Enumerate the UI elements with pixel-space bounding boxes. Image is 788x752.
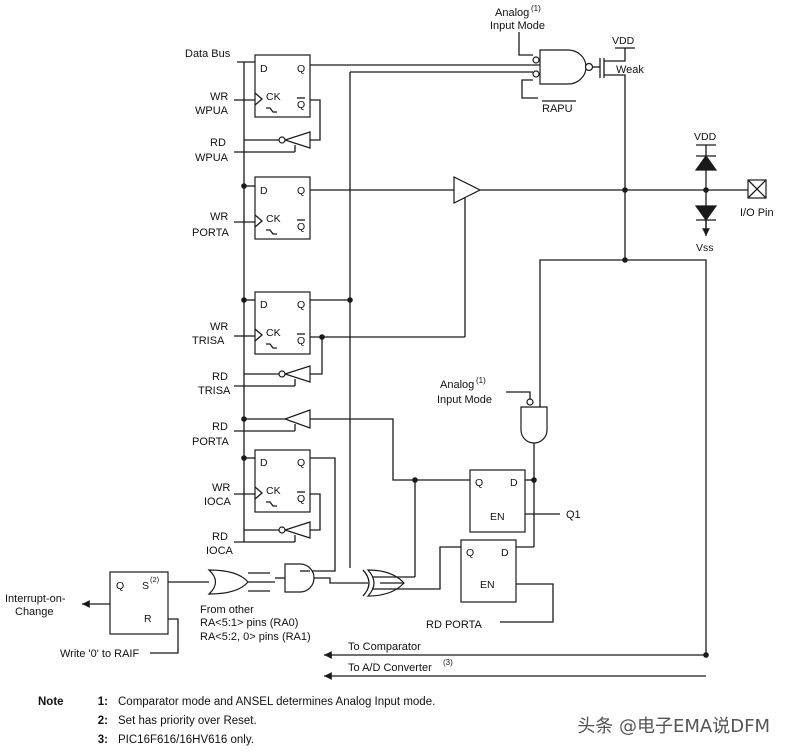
svg-text:WR: WR (210, 321, 228, 333)
svg-text:Q: Q (297, 185, 305, 197)
note-text: Comparator mode and ANSEL determines Ana… (118, 695, 436, 708)
svg-text:PORTA: PORTA (192, 227, 230, 239)
svg-text:TRISA: TRISA (192, 335, 225, 347)
note-row: 3: PIC16F616/16HV616 only. (97, 733, 254, 746)
trisa-latch: D Q CK Q (254, 291, 311, 355)
svg-text:Q: Q (297, 63, 305, 75)
svg-text:WR: WR (210, 211, 228, 223)
svg-text:Analog: Analog (495, 7, 529, 19)
ioc-sr-latch: Q S (2) R (109, 571, 169, 635)
svg-text:D: D (260, 299, 268, 311)
svg-text:D: D (260, 63, 268, 75)
svg-text:Q: Q (297, 493, 305, 505)
svg-text:(2): (2) (150, 575, 160, 584)
porta-read-buffer (283, 409, 311, 429)
ioc-latch-1: Q D EN (469, 469, 526, 533)
output-driver (453, 176, 482, 204)
wpua-read-buffer (283, 131, 311, 149)
svg-text:EN: EN (480, 579, 495, 591)
note-text: Set has priority over Reset. (118, 714, 257, 727)
svg-text:(1): (1) (531, 4, 541, 13)
svg-text:To Comparator: To Comparator (348, 641, 421, 653)
weak-pullup-nand (539, 49, 587, 85)
svg-text:Analog: Analog (440, 379, 474, 391)
svg-text:IOCA: IOCA (204, 496, 232, 508)
ioc-latch-2: Q D EN (460, 539, 517, 603)
svg-text:D: D (260, 457, 268, 469)
svg-text:D: D (501, 547, 509, 559)
svg-text:D: D (510, 477, 518, 489)
svg-text:RD PORTA: RD PORTA (426, 619, 482, 631)
svg-text:Input Mode: Input Mode (490, 20, 545, 32)
porta-latch: D Q CK Q (254, 176, 311, 240)
note-text: PIC16F616/16HV616 only. (118, 733, 254, 746)
svg-text:WPUA: WPUA (195, 152, 229, 164)
svg-text:EN: EN (490, 511, 505, 523)
svg-text:RD: RD (210, 137, 226, 149)
port-ra-schematic: Data Bus D Q CK Q WR WPUA RD WPUA Analog… (5, 4, 774, 680)
svg-text:Q: Q (297, 457, 305, 469)
ioc-and (284, 563, 315, 593)
svg-text:Q: Q (297, 299, 305, 311)
svg-text:WPUA: WPUA (195, 105, 229, 117)
notes-section: Note 1: Comparator mode and ANSEL determ… (38, 692, 435, 749)
svg-text:Q: Q (475, 477, 483, 489)
svg-text:Vss: Vss (696, 242, 714, 254)
svg-text:(1): (1) (476, 376, 486, 385)
svg-text:Q: Q (297, 221, 305, 233)
data-bus-label: Data Bus (185, 48, 231, 60)
svg-text:WR: WR (212, 482, 230, 494)
svg-text:S: S (142, 580, 149, 592)
note-row: 2: Set has priority over Reset. (97, 714, 257, 727)
notes-heading: Note (38, 695, 64, 708)
svg-text:RD: RD (212, 421, 228, 433)
svg-text:PORTA: PORTA (192, 436, 230, 448)
svg-text:CK: CK (266, 91, 281, 103)
svg-text:Q: Q (297, 335, 305, 347)
svg-text:Q: Q (297, 99, 305, 111)
svg-text:RD: RD (212, 371, 228, 383)
watermark: 头条 @电子EMA说DFM (577, 716, 770, 737)
svg-text:RA<5:2, 0> pins (RA1): RA<5:2, 0> pins (RA1) (200, 631, 311, 643)
wpua-latch: D Q CK Q (254, 54, 311, 118)
svg-text:VDD: VDD (612, 35, 635, 47)
svg-text:VDD: VDD (694, 131, 717, 143)
svg-text:I/O Pin: I/O Pin (740, 207, 774, 219)
svg-text:Q1: Q1 (566, 509, 581, 521)
svg-text:Q: Q (466, 547, 474, 559)
svg-text:CK: CK (266, 327, 281, 339)
svg-text:From other: From other (200, 604, 254, 616)
svg-text:(3): (3) (443, 658, 453, 667)
svg-text:CK: CK (266, 485, 281, 497)
svg-text:RD: RD (212, 531, 228, 543)
svg-text:TRISA: TRISA (198, 385, 231, 397)
analog-input-and (520, 406, 548, 444)
svg-text:CK: CK (266, 213, 281, 225)
svg-text:Input Mode: Input Mode (437, 394, 492, 406)
svg-text:Interrupt-on-: Interrupt-on- (5, 593, 66, 605)
svg-text:Weak: Weak (616, 64, 644, 76)
svg-text:IOCA: IOCA (206, 545, 234, 557)
ioc-or (207, 569, 249, 595)
ioca-latch: D Q CK Q (254, 449, 311, 513)
svg-text:D: D (260, 185, 268, 197)
note-row: Note 1: Comparator mode and ANSEL determ… (38, 695, 436, 708)
svg-text:Write '0' to RAIF: Write '0' to RAIF (60, 648, 139, 660)
svg-text:RAPU: RAPU (542, 103, 573, 115)
svg-text:RA<5:1> pins (RA0): RA<5:1> pins (RA0) (200, 617, 298, 629)
svg-text:Change: Change (15, 606, 54, 618)
svg-text:Q: Q (116, 580, 124, 592)
svg-text:R: R (144, 613, 152, 625)
trisa-read-buffer (283, 365, 311, 383)
svg-text:WR: WR (210, 91, 228, 103)
svg-text:To A/D Converter: To A/D Converter (348, 662, 432, 674)
ioca-read-buffer (283, 521, 311, 539)
